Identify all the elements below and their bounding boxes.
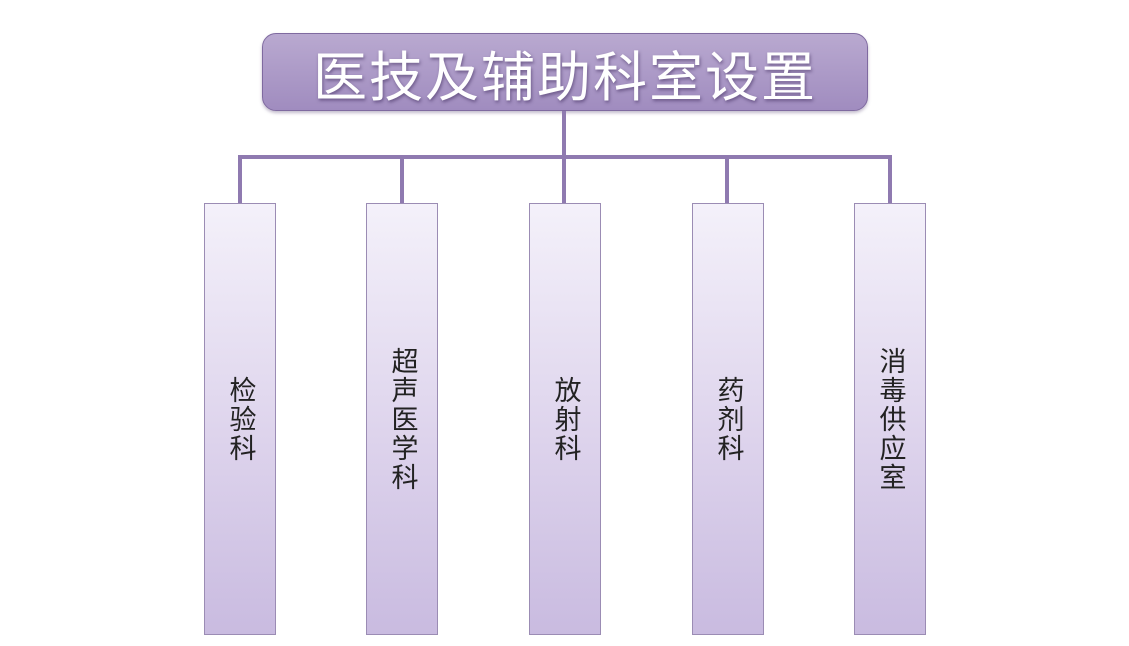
branch-connector-4 [725, 155, 729, 204]
department-node: 药剂科 [692, 203, 764, 635]
department-label: 检验科 [224, 375, 256, 463]
department-label: 药剂科 [712, 375, 744, 463]
department-label: 超声医学科 [386, 346, 418, 492]
department-node: 放射科 [529, 203, 601, 635]
trunk-connector [562, 111, 566, 158]
title-node: 医技及辅助科室设置 [262, 33, 868, 111]
branch-connector-1 [238, 155, 242, 204]
department-label: 放射科 [549, 375, 581, 463]
branch-connector-2 [400, 155, 404, 204]
department-node: 检验科 [204, 203, 276, 635]
branch-connector-5 [888, 155, 892, 204]
department-node: 超声医学科 [366, 203, 438, 635]
branch-connector-3 [562, 155, 566, 204]
department-label: 消毒供应室 [874, 346, 906, 492]
department-node: 消毒供应室 [854, 203, 926, 635]
chart-title: 医技及辅助科室设置 [313, 45, 817, 109]
